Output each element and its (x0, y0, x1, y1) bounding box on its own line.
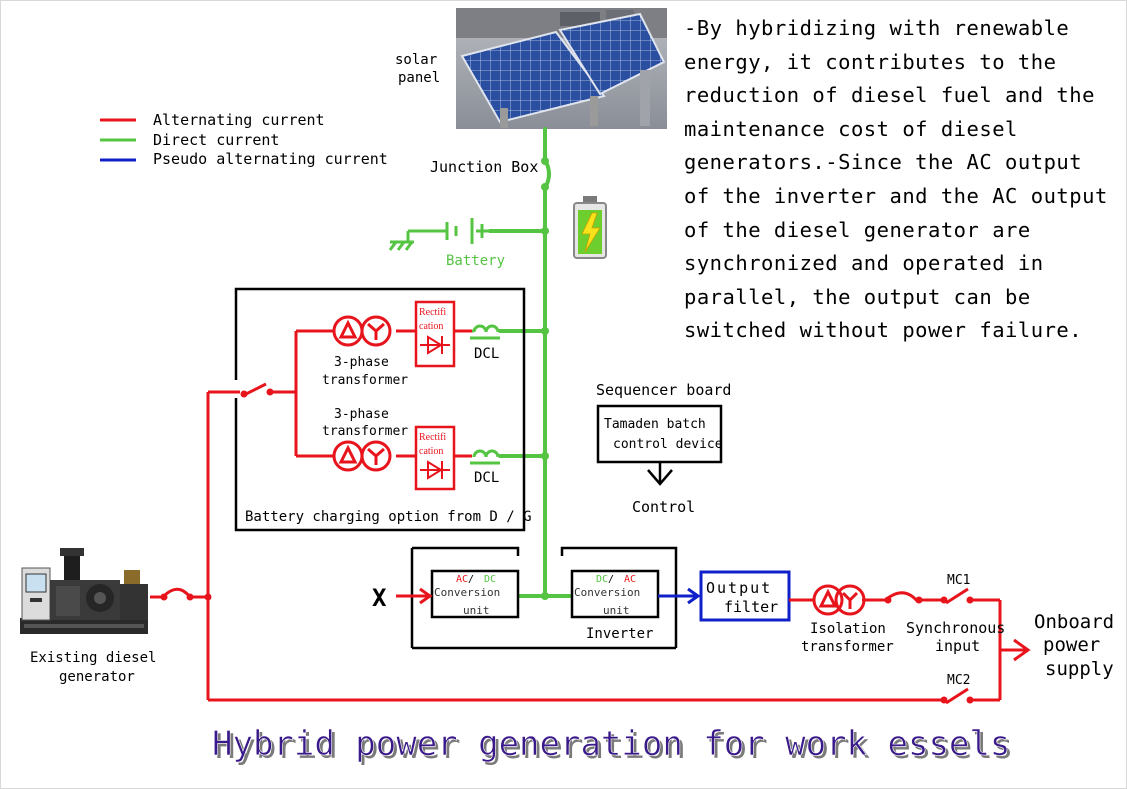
rectifier-2: Rectifi cation (414, 425, 456, 491)
junction-box-label: Junction Box (430, 158, 538, 176)
dc-bus-nodes (541, 157, 549, 600)
legend-ac: Alternating current (153, 111, 325, 129)
acdc-sep-label: / (468, 574, 474, 585)
description-text: -By hybridizing with renewable energy, i… (684, 16, 1108, 343)
control-label: Control (632, 498, 695, 516)
charging-option-box (234, 287, 526, 532)
acdc-dc-label: DC (484, 574, 496, 585)
onboard-label-1: Onboard (1034, 611, 1114, 633)
transformer2-label-b: transformer (322, 424, 408, 439)
rectifier1-label-b: cation (419, 321, 443, 332)
sync-label-2: input (935, 637, 980, 655)
transformer-icon (332, 315, 392, 347)
transformer-icon (332, 440, 392, 472)
legend: Alternating current Direct current Pseud… (100, 111, 388, 168)
acdc-input-arrow (396, 587, 433, 605)
rectifier-1: Rectifi cation (414, 300, 456, 368)
dcac-unit-label: unit (603, 604, 630, 617)
mc2-label: MC2 (947, 673, 970, 688)
rectifier1-label-a: Rectifi (419, 307, 446, 318)
mc1-label: MC1 (947, 573, 970, 588)
diode-icon (420, 335, 450, 355)
acdc-conversion-unit (430, 569, 520, 619)
inductor-icon (470, 324, 500, 340)
rectifier2-label-a: Rectifi (419, 432, 446, 443)
battery-symbol (408, 218, 490, 244)
ground-icon (388, 231, 414, 251)
inverter-frame (412, 546, 520, 556)
output-filter-label-2: filter (724, 598, 778, 616)
isolation-label-1: Isolation (810, 621, 886, 637)
dcac-dc-label: DC (596, 574, 608, 585)
inverter-label: Inverter (586, 626, 653, 642)
transformer-icon (812, 584, 866, 616)
diesel-label-2: generator (59, 669, 135, 685)
isolation-label-2: transformer (801, 639, 894, 655)
solar-panel-label-2: panel (398, 70, 440, 86)
sync-label-1: Synchronous (906, 619, 1005, 637)
page-title-shadow: Hybrid power generation for work essels (215, 727, 1013, 767)
charging-ac-wiring (206, 329, 472, 700)
output-filter-label-1: Output (706, 579, 772, 597)
acdc-ac-label: AC (456, 574, 468, 585)
transformer1-label-a: 3-phase (334, 355, 389, 370)
tamaden-label-1: Tamaden batch (604, 417, 706, 432)
onboard-label-3: supply (1045, 658, 1114, 680)
charging-option-label: Battery charging option from D / G (245, 509, 532, 525)
x-mark: X (372, 584, 387, 612)
dcac-conversion-unit (570, 569, 660, 619)
dcl1-label: DCL (474, 346, 499, 362)
transformer1-label-b: transformer (322, 373, 408, 388)
solar-panel-label-1: solar (395, 52, 437, 68)
legend-dc: Direct current (153, 131, 279, 149)
rectifier2-label-b: cation (419, 446, 443, 457)
diode-icon (420, 460, 450, 480)
dc-bus (488, 127, 574, 598)
sequencer-board-label: Sequencer board (596, 381, 731, 399)
tamaden-box (596, 404, 723, 464)
acdc-unit-label: unit (463, 604, 490, 617)
pseudo-ac-arrow (658, 587, 701, 605)
page-title: Hybrid power generation for work essels (212, 724, 1010, 764)
battery-icon (573, 196, 607, 259)
dcl2-label: DCL (474, 470, 499, 486)
tamaden-label-2: control device (613, 437, 723, 452)
dcac-sep-label: / (608, 574, 614, 585)
dcac-conversion-label: Conversion (574, 586, 640, 599)
inductor-icon (470, 449, 500, 465)
output-filter-box (699, 570, 791, 622)
diesel-generator-photo (20, 548, 148, 634)
ac-switch-contacts (160, 593, 974, 704)
diesel-label-1: Existing diesel (30, 650, 156, 666)
battery-label: Battery (446, 253, 505, 269)
ac-output-wiring (150, 587, 1031, 705)
transformer2-label-a: 3-phase (334, 407, 389, 422)
legend-pseudo-ac: Pseudo alternating current (153, 150, 388, 168)
onboard-label-2: power (1043, 634, 1100, 656)
acdc-conversion-label: Conversion (434, 586, 500, 599)
charging-switch-contacts (240, 388, 274, 398)
dcac-ac-label: AC (624, 574, 636, 585)
solar-panel-photo (456, 8, 667, 129)
